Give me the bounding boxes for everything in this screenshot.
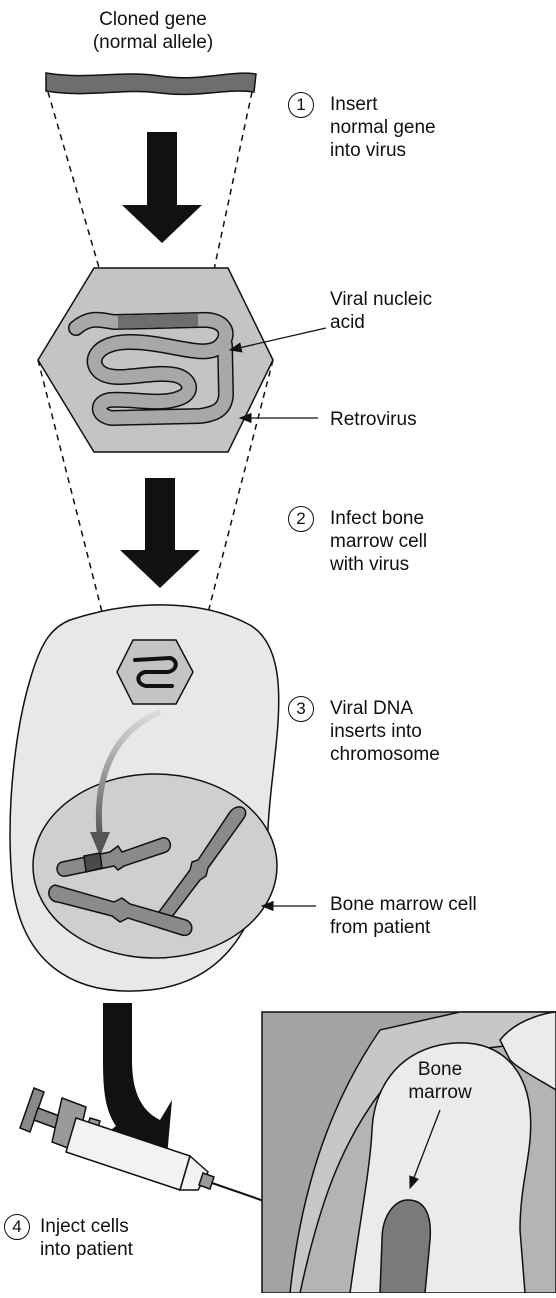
bone-marrow-cell-line1: Bone marrow cell bbox=[330, 893, 477, 916]
step-3-text: Viral DNA inserts into chromosome bbox=[330, 697, 440, 766]
step-1-line2: normal gene bbox=[330, 116, 436, 139]
viral-nucleic-acid-line1: Viral nucleic bbox=[330, 288, 432, 311]
bone-marrow-line1: Bone bbox=[400, 1058, 480, 1081]
step-3-line3: chromosome bbox=[330, 743, 440, 766]
cloned-gene-label-line2: (normal allele) bbox=[78, 31, 228, 54]
down-arrow-1 bbox=[122, 132, 202, 243]
step-2-text: Infect bone marrow cell with virus bbox=[330, 507, 427, 576]
cloned-gene-strand bbox=[46, 73, 256, 94]
bone-marrow-cell-line2: from patient bbox=[330, 916, 477, 939]
bone-marrow-line2: marrow bbox=[400, 1081, 480, 1104]
down-arrow-2 bbox=[120, 478, 200, 588]
bone-marrow-cell-label: Bone marrow cell from patient bbox=[330, 893, 477, 939]
viral-nucleic-acid-line2: acid bbox=[330, 311, 432, 334]
step-2-number: 2 bbox=[288, 506, 314, 532]
step-2-line2: marrow cell bbox=[330, 530, 427, 553]
bone-inset bbox=[262, 1012, 556, 1293]
step-4-number: 4 bbox=[4, 1214, 30, 1240]
cloned-gene-label: Cloned gene (normal allele) bbox=[78, 8, 228, 54]
bone-marrow-label: Bone marrow bbox=[400, 1058, 480, 1104]
step-3-number: 3 bbox=[288, 696, 314, 722]
step-4-line1: Inject cells bbox=[40, 1215, 133, 1238]
cloned-gene-label-line1: Cloned gene bbox=[78, 8, 228, 31]
step-1-text: Insert normal gene into virus bbox=[330, 93, 436, 162]
step-4-line2: into patient bbox=[40, 1238, 133, 1261]
step-3-line1: Viral DNA bbox=[330, 697, 440, 720]
retrovirus-label: Retrovirus bbox=[330, 408, 417, 431]
viral-nucleic-acid-label: Viral nucleic acid bbox=[330, 288, 432, 334]
step-1-line1: Insert bbox=[330, 93, 436, 116]
step-3-line2: inserts into bbox=[330, 720, 440, 743]
step-2-line1: Infect bone bbox=[330, 507, 427, 530]
step-4-text: Inject cells into patient bbox=[40, 1215, 133, 1261]
step-1-line3: into virus bbox=[330, 139, 436, 162]
step-2-line3: with virus bbox=[330, 553, 427, 576]
step-1-number: 1 bbox=[288, 92, 314, 118]
